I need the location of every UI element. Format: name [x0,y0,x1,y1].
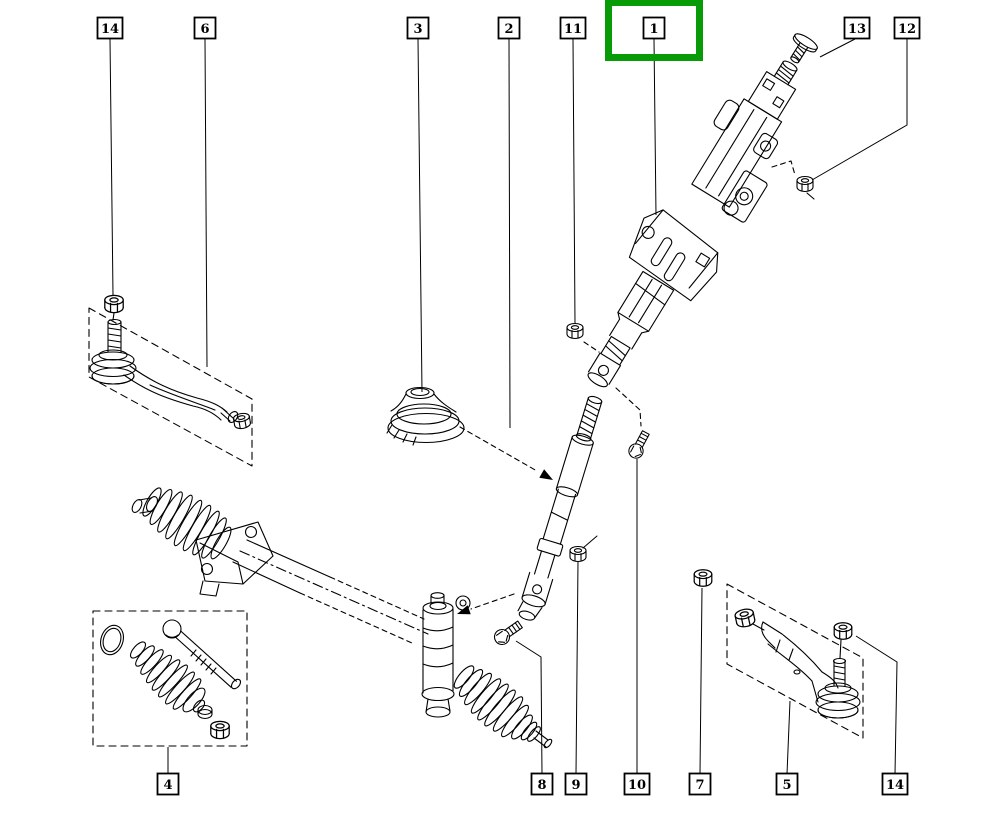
callout-box[interactable] [564,772,588,796]
assembly-guide-lines [457,160,796,615]
callout-11[interactable]: 11 [559,16,587,40]
callout-number: 6 [200,22,209,37]
callout-box[interactable] [96,16,124,40]
callout-number: 13 [848,22,866,37]
nut-14b-drawing [833,622,853,640]
steering-rack-drawing [131,487,553,749]
callout-box[interactable] [623,772,651,796]
callout-box[interactable] [642,16,666,40]
callout-9[interactable]: 9 [564,772,588,796]
callout-13[interactable]: 13 [843,16,871,40]
callout-4[interactable]: 4 [156,772,180,796]
callout-7[interactable]: 7 [688,772,712,796]
callout-3[interactable]: 3 [406,16,430,40]
callout-12[interactable]: 12 [893,16,921,40]
tie-rod-end-left-drawing [88,294,253,467]
callout-number: 5 [782,778,791,793]
boot-kit-drawing [92,610,248,747]
callout-6[interactable]: 6 [193,16,217,40]
callout-number: 14 [886,778,904,793]
callout-box[interactable] [497,16,521,40]
callout-box[interactable] [156,772,180,796]
callout-1[interactable]: 1 [605,0,703,61]
parts-artwork [88,33,864,749]
callout-box[interactable] [881,772,909,796]
callout-14a[interactable]: 14 [96,16,124,40]
callout-5[interactable]: 5 [775,772,799,796]
nut-7-drawing [693,569,713,587]
callout-number: 1 [649,22,658,37]
grommet-drawing [386,386,465,446]
callout-number: 14 [101,22,119,37]
bolt-13-drawing [790,33,818,64]
callout-box[interactable] [893,16,921,40]
fasteners-drawing [491,428,713,648]
nut-9-drawing [569,545,587,563]
callout-14b[interactable]: 14 [881,772,909,796]
callout-10[interactable]: 10 [623,772,651,796]
callout-number: 12 [898,22,916,37]
callout-number: 2 [504,22,513,37]
callout-box[interactable] [406,16,430,40]
nut-11-drawing [566,322,584,340]
callout-8[interactable]: 8 [530,772,554,796]
bolt-10-drawing [625,428,653,462]
callout-number: 3 [413,22,422,37]
callout-box[interactable] [843,16,871,40]
selected-callout-highlight-frame [605,0,703,61]
nut-12-drawing [796,175,814,193]
steering-column-drawing [566,33,818,388]
tie-rod-end-right-drawing [726,583,864,739]
callout-number: 11 [564,22,582,37]
callout-number: 4 [163,778,172,793]
callout-2[interactable]: 2 [497,16,521,40]
callout-box[interactable] [193,16,217,40]
callout-number: 7 [695,778,704,793]
leader-lines [109,38,908,775]
callout-number: 9 [571,778,580,793]
nut-14a-drawing [104,294,124,314]
intermediate-shaft-drawing [517,395,603,621]
callout-box[interactable] [559,16,587,40]
callout-box[interactable] [775,772,799,796]
callout-box[interactable] [688,772,712,796]
callout-box[interactable] [530,772,554,796]
callout-number: 10 [628,778,646,793]
callout-number: 8 [537,778,546,793]
